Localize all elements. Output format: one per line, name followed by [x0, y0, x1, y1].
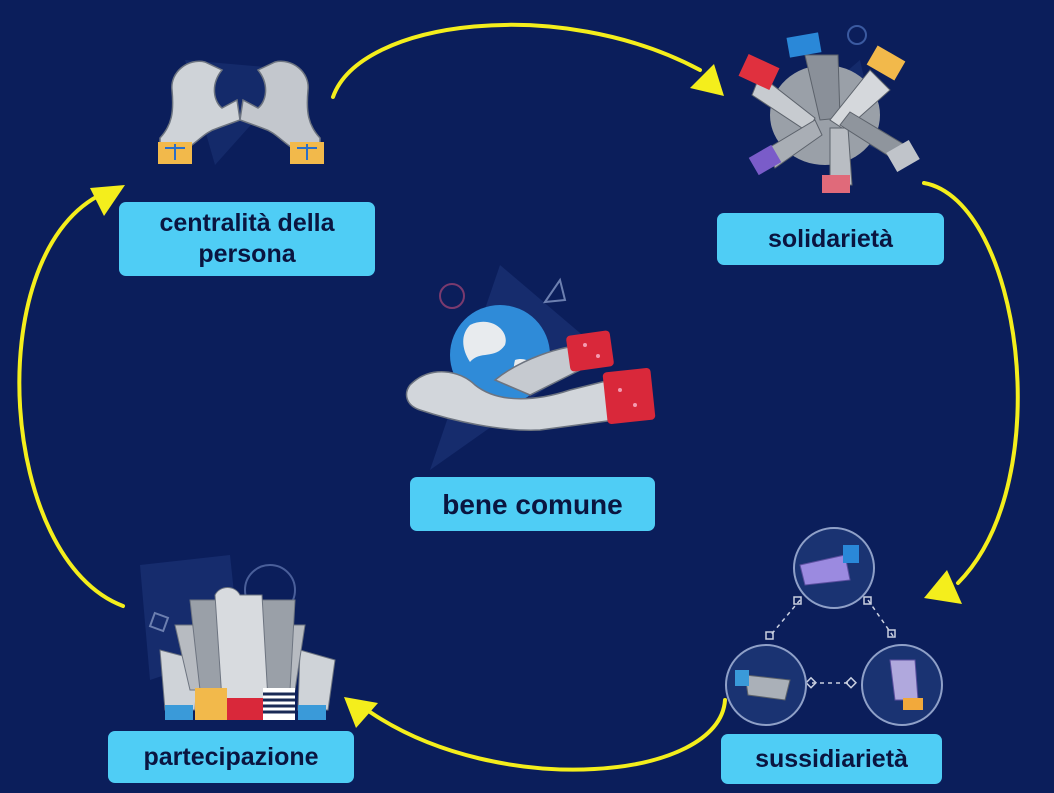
label-centralita-della-persona: centralità della persona	[119, 202, 375, 276]
cycle-arrows	[17, 22, 1020, 772]
label-bene-comune: bene comune	[410, 477, 655, 531]
label-sussidiarieta-text: sussidiarietà	[755, 744, 908, 773]
arrowhead-sussidiarieta	[924, 570, 962, 604]
label-partecipazione: partecipazione	[108, 731, 354, 783]
label-bene-comune-text: bene comune	[442, 488, 623, 520]
arrow-centralita-to-solidarieta	[331, 22, 702, 99]
arrowhead-centralita	[90, 185, 125, 216]
label-centralita-text: centralità della persona	[159, 209, 335, 268]
arrow-sussidiarieta-to-partecipazione	[368, 698, 727, 772]
arrow-solidarieta-to-sussidiarieta	[922, 181, 1020, 585]
three-hands-network-icon	[725, 527, 943, 726]
label-solidarieta-text: solidarietà	[767, 224, 894, 253]
heart-hands-icon	[158, 60, 324, 165]
arrowheads	[90, 64, 962, 728]
stacked-hands-icon	[738, 25, 920, 193]
arrowhead-solidarieta	[690, 64, 724, 96]
hands-holding-globe-icon	[405, 265, 656, 470]
label-sussidiarieta: sussidiarietà	[721, 734, 942, 784]
label-solidarieta: solidarietà	[717, 213, 944, 265]
arrowhead-partecipazione	[344, 697, 378, 728]
label-partecipazione-text: partecipazione	[143, 742, 319, 771]
raised-hands-icon	[140, 555, 336, 720]
arrow-partecipazione-to-centralita	[17, 194, 125, 608]
